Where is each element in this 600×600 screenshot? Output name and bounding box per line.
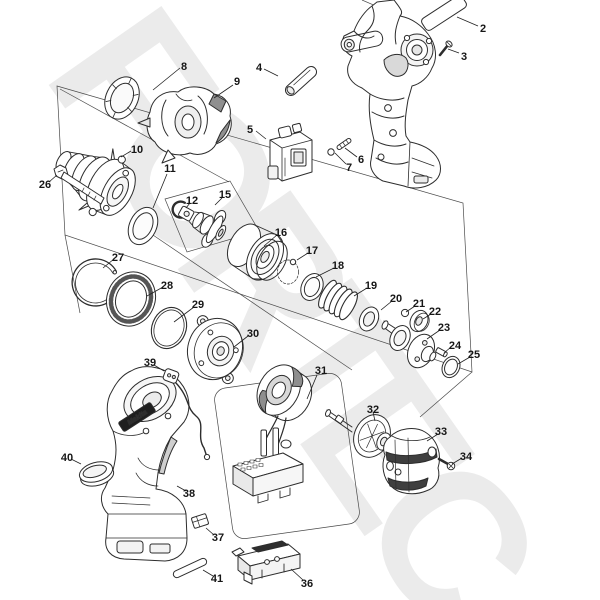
part-30-bearing-plate (187, 315, 244, 385)
part-5-switch-unit (267, 122, 313, 182)
part-41-strip (172, 557, 208, 579)
part-label-25: 25 (468, 349, 480, 361)
part-7-ball (327, 148, 335, 156)
part-28-ring-gear (105, 271, 157, 327)
part-24-pin (435, 347, 448, 358)
part-23-spindle (381, 320, 437, 369)
part-label-29: 29 (192, 299, 204, 311)
part-6-spring-pin (336, 137, 352, 151)
part-26-bolt (53, 164, 105, 205)
part-label-40: 40 (61, 452, 73, 464)
part-label-34: 34 (460, 451, 473, 463)
part-label-6: 6 (358, 154, 364, 166)
part-label-22: 22 (429, 306, 441, 318)
part-15-anvil (178, 205, 227, 248)
part-housing-right-half (340, 0, 441, 189)
connector-line-right (419, 371, 473, 418)
part-34-screw (437, 457, 456, 471)
part-17-ball (277, 258, 299, 285)
part-label-20: 20 (390, 293, 402, 305)
part-29-o-ring (150, 306, 188, 350)
part-16-hammer (226, 223, 288, 281)
part-label-2: 2 (480, 23, 486, 35)
part-label-32: 32 (367, 404, 379, 416)
part-label-16: 16 (275, 227, 287, 239)
part-label-33: 33 (435, 426, 447, 438)
part-label-19: 19 (365, 280, 377, 292)
part-label-24: 24 (449, 340, 462, 352)
connector-line-anvil-box (59, 88, 230, 183)
part-19-spring (318, 279, 358, 321)
part-label-3: 3 (461, 51, 467, 63)
housing-led-arm (340, 30, 384, 53)
part-4-lever (284, 65, 318, 97)
part-18-o-ring (300, 273, 324, 301)
part-33-rear-cover (382, 428, 440, 495)
part-label-39: 39 (144, 357, 156, 369)
part-label-12: 12 (186, 195, 198, 207)
part-label-26: 26 (39, 179, 51, 191)
part-label-36: 36 (301, 578, 313, 590)
part-3-screw (438, 40, 453, 57)
part-2-label-sticker (421, 0, 467, 31)
part-36-terminal-block (231, 540, 301, 585)
part-label-17: 17 (306, 245, 318, 257)
part-25-o-ring (441, 355, 461, 379)
part-label-38: 38 (183, 488, 195, 500)
part-label-28: 28 (161, 280, 173, 292)
part-38-housing-half: Makita (100, 366, 190, 562)
part-40-bumper (78, 461, 115, 487)
part-20-washer (358, 306, 380, 332)
connector-line-left (64, 234, 81, 314)
part-9-hammer-case-cover (137, 86, 232, 164)
part-8-bumper-ring (104, 76, 140, 120)
part-31-motor-assembly (232, 364, 313, 504)
part-11-washer (127, 206, 159, 246)
part-label-21: 21 (413, 298, 425, 310)
part-label-27: 27 (112, 252, 124, 264)
part-label-8: 8 (181, 61, 187, 73)
part-label-4: 4 (256, 62, 263, 74)
parts-art: Makita (53, 0, 467, 585)
part-label-5: 5 (247, 124, 253, 136)
part-37-connector (191, 513, 209, 529)
part-label-30: 30 (247, 328, 259, 340)
part-label-9: 9 (234, 76, 240, 88)
part-label-11: 11 (164, 163, 176, 175)
leader-lines (48, 16, 479, 581)
part-39-lead-wire (162, 368, 211, 461)
part-label-7: 7 (346, 162, 352, 174)
connector-line-motor-box (149, 232, 353, 371)
part-label-41: 41 (211, 573, 223, 585)
part-21-ball (400, 308, 410, 318)
part-label-10: 10 (131, 144, 143, 156)
part-label-31: 31 (315, 365, 327, 377)
part-label-37: 37 (212, 532, 224, 544)
part-32-rotor (324, 409, 392, 458)
part-label-23: 23 (438, 322, 450, 334)
part-label-18: 18 (332, 260, 344, 272)
part-22-spacer (409, 309, 430, 333)
part-label-15: 15 (219, 189, 231, 201)
